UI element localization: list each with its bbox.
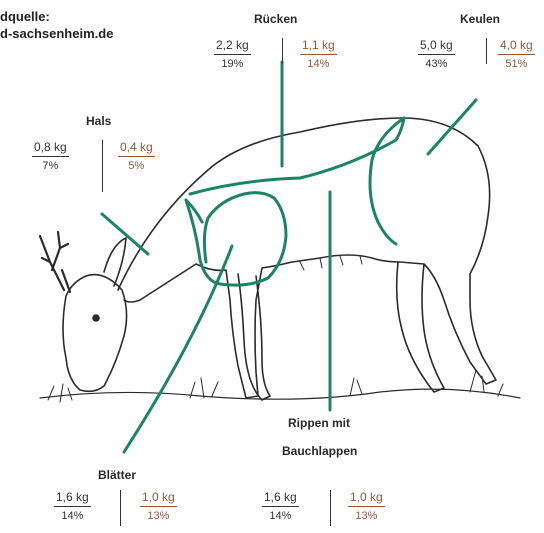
blaetter-title: Blätter <box>98 468 136 482</box>
blaetter-right-percent: 13% <box>140 507 177 523</box>
hals-right-percent: 5% <box>118 157 155 173</box>
rippen-title-line-2: Bauchlappen <box>282 444 357 458</box>
blaetter-separator <box>120 490 121 526</box>
rippen-right-weight: 1,0 kg <box>348 490 385 507</box>
blaetter-left-percent: 14% <box>54 507 91 523</box>
rippen-left-percent: 14% <box>262 507 299 523</box>
rippen-left-weight: 1,6 kg <box>262 490 299 507</box>
ruecken-left-value: 2,2 kg 19% <box>214 38 251 71</box>
rippen-right-value: 1,0 kg 13% <box>348 490 385 523</box>
ruecken-right-percent: 14% <box>300 55 337 71</box>
deer-front-leg <box>238 274 270 400</box>
ruecken-right-value: 1,1 kg 14% <box>300 38 337 71</box>
rippen-left-value: 1,6 kg 14% <box>262 490 299 523</box>
hals-title: Hals <box>86 114 111 128</box>
ruecken-left-weight: 2,2 kg <box>214 38 251 55</box>
hals-separator <box>102 140 103 192</box>
blaetter-right-weight: 1,0 kg <box>140 490 177 507</box>
blaetter-right-value: 1,0 kg 13% <box>140 490 177 523</box>
rippen-separator <box>330 490 331 526</box>
hals-left-value: 0,8 kg 7% <box>32 140 69 173</box>
shoulder-region-line <box>186 193 286 285</box>
blaetter-left-weight: 1,6 kg <box>54 490 91 507</box>
keulen-left-percent: 43% <box>418 55 455 71</box>
keulen-left-value: 5,0 kg 43% <box>418 38 455 71</box>
hals-left-percent: 7% <box>32 157 69 173</box>
antlers <box>40 232 70 292</box>
hals-right-value: 0,4 kg 5% <box>118 140 155 173</box>
hals-left-weight: 0,8 kg <box>32 140 69 157</box>
keulen-pointer-line <box>428 100 476 154</box>
hals-right-weight: 0,4 kg <box>118 140 155 157</box>
keulen-separator <box>486 38 487 64</box>
keulen-left-weight: 5,0 kg <box>418 38 455 55</box>
ruecken-right-weight: 1,1 kg <box>300 38 337 55</box>
deer-head <box>63 275 127 392</box>
deer-body <box>118 118 496 398</box>
keulen-title: Keulen <box>460 12 500 26</box>
blaetter-left-value: 1,6 kg 14% <box>54 490 91 523</box>
ruecken-separator <box>282 38 283 64</box>
ground-grass <box>40 389 520 399</box>
deer-eye <box>93 315 99 321</box>
blaetter-pointer-line <box>124 246 232 452</box>
ruecken-left-percent: 19% <box>214 55 251 71</box>
keulen-right-value: 4,0 kg 51% <box>498 38 535 71</box>
keulen-right-weight: 4,0 kg <box>498 38 535 55</box>
rippen-right-percent: 13% <box>348 507 385 523</box>
rippen-title-line-1: Rippen mit <box>288 416 350 430</box>
ruecken-title: Rücken <box>254 12 297 26</box>
keulen-right-percent: 51% <box>498 55 535 71</box>
